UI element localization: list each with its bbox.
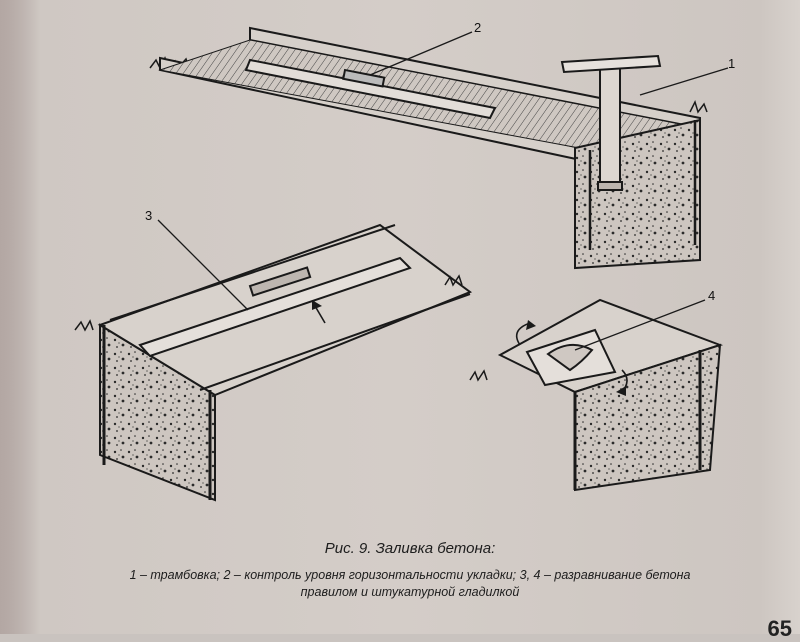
callout-1: 1 (728, 56, 735, 71)
caption-line-2: правилом и штукатурной гладилкой (300, 585, 520, 599)
right-trowel-scene (469, 298, 724, 492)
top-formwork-scene (149, 26, 708, 270)
figure-caption: Рис. 9. Заливка бетона: 1 – трамбовка; 2… (40, 540, 780, 601)
callout-2: 2 (474, 20, 481, 35)
callout-3: 3 (145, 208, 152, 223)
left-screeding-scene (74, 223, 473, 502)
caption-line-1: 1 – трамбовка; 2 – контроль уровня гориз… (129, 568, 691, 582)
callout-4: 4 (708, 288, 715, 303)
page-gutter-shade (0, 0, 40, 634)
leader-lines (157, 31, 729, 351)
caption-title: Рис. 9. Заливка бетона: (324, 540, 496, 557)
page-number: 65 (767, 616, 792, 641)
